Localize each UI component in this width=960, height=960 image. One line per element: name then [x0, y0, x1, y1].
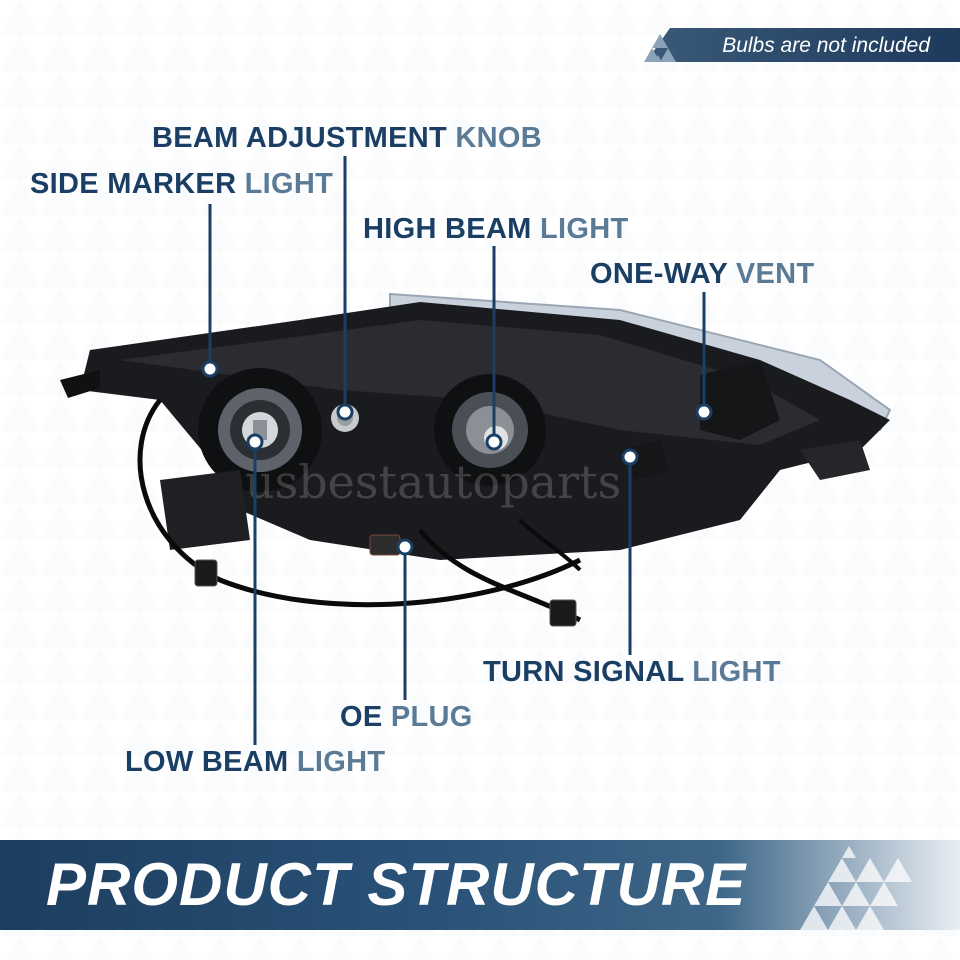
headlight-image — [60, 292, 892, 627]
callout-low-beam-light: LOW BEAM LIGHT — [125, 746, 385, 779]
notice-banner: Bulbs are not included — [646, 28, 960, 62]
callout-turn-signal-light: TURN SIGNAL LIGHT — [483, 656, 781, 689]
callout-main-text: ONE-WAY — [590, 258, 736, 290]
bottom-banner — [0, 840, 960, 930]
banner-triangle-decor — [800, 846, 912, 930]
callout-accent-text: LIGHT — [296, 746, 386, 778]
callout-accent-text: LIGHT — [540, 213, 629, 245]
callout-main-text: TURN SIGNAL — [483, 656, 693, 688]
notice-triangle-decor — [644, 34, 676, 62]
callout-side-marker-light: SIDE MARKER LIGHT — [30, 168, 333, 201]
callout-oe-plug: OE PLUG — [340, 701, 473, 734]
callout-beam-adjustment-knob: BEAM ADJUSTMENT KNOB — [152, 122, 542, 155]
watermark-text: usbestautoparts — [245, 455, 622, 509]
notice-text: Bulbs are not included — [722, 34, 930, 57]
callout-main-text: SIDE MARKER — [30, 168, 245, 200]
callout-main-text: OE — [340, 701, 391, 733]
callout-accent-text: KNOB — [455, 122, 542, 154]
callout-accent-text: PLUG — [390, 701, 473, 733]
callout-main-text: LOW BEAM — [125, 746, 297, 778]
callout-high-beam-light: HIGH BEAM LIGHT — [363, 213, 629, 246]
callout-accent-text: VENT — [735, 258, 815, 290]
callout-main-text: HIGH BEAM — [363, 213, 540, 245]
callout-accent-text: LIGHT — [692, 656, 781, 688]
banner-title: PRODUCT STRUCTURE — [46, 851, 747, 918]
callout-one-way-vent: ONE-WAY VENT — [590, 258, 814, 291]
callout-main-text: BEAM ADJUSTMENT — [152, 122, 456, 154]
callout-accent-text: LIGHT — [244, 168, 334, 200]
